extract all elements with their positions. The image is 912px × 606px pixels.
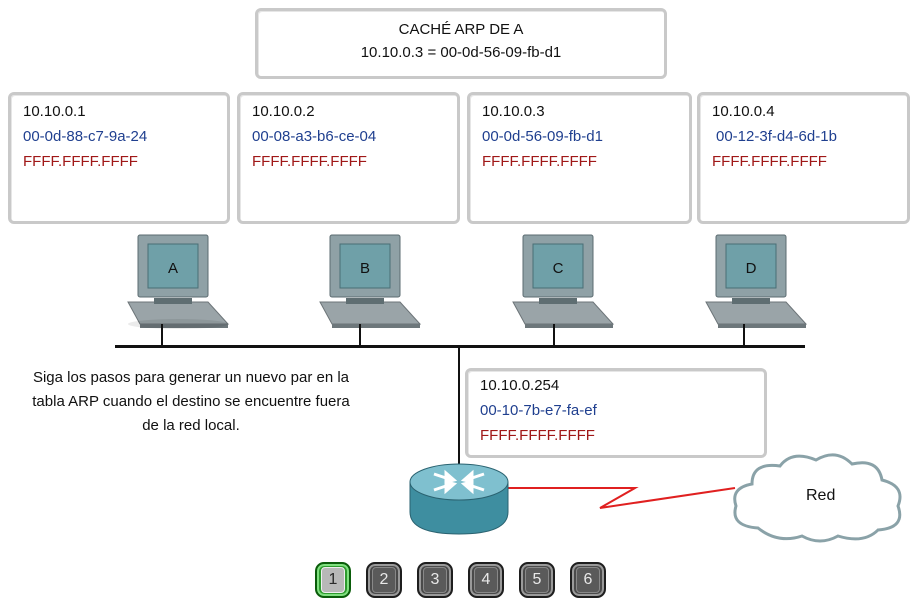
step-4-label: 4: [474, 567, 498, 593]
host-a-ip: 10.10.0.1: [23, 103, 86, 120]
arp-cache-title: CACHÉ ARP DE A: [398, 21, 524, 38]
step-2-label: 2: [372, 567, 396, 593]
pc-d-icon[interactable]: D: [696, 232, 816, 332]
router-broadcast: FFFF.FFFF.FFFF: [480, 427, 595, 444]
router-ip: 10.10.0.254: [480, 377, 560, 394]
step-3-label: 3: [423, 567, 447, 593]
host-b-info-box: 10.10.0.2 00-08-a3-b6-ce-04 FFFF.FFFF.FF…: [237, 92, 460, 224]
pc-a-icon[interactable]: A: [118, 232, 238, 332]
step-2-button[interactable]: 2: [366, 562, 402, 598]
pc-b-link: [359, 324, 361, 346]
pc-a-link: [161, 324, 163, 346]
host-c-ip: 10.10.0.3: [482, 103, 545, 120]
pc-a-label: A: [168, 260, 178, 277]
host-a-info-box: 10.10.0.1 00-0d-88-c7-9a-24 FFFF.FFFF.FF…: [8, 92, 230, 224]
host-c-broadcast: FFFF.FFFF.FFFF: [482, 153, 597, 170]
pc-b-icon[interactable]: B: [310, 232, 430, 332]
arp-cache-entry: 10.10.0.3 = 00-0d-56-09-fb-d1: [360, 44, 562, 61]
host-d-broadcast: FFFF.FFFF.FFFF: [712, 153, 827, 170]
host-a-broadcast: FFFF.FFFF.FFFF: [23, 153, 138, 170]
serial-link: [505, 487, 736, 509]
step-1-label: 1: [321, 567, 345, 593]
step-5-label: 5: [525, 567, 549, 593]
pc-d-link: [743, 324, 745, 346]
host-d-mac: 00-12-3f-d4-6d-1b: [716, 128, 837, 145]
instructions-text: Siga los pasos para generar un nuevo par…: [32, 369, 350, 434]
step-6-label: 6: [576, 567, 600, 593]
router-mac: 00-10-7b-e7-fa-ef: [480, 402, 597, 419]
host-c-info-box: 10.10.0.3 00-0d-56-09-fb-d1 FFFF.FFFF.FF…: [467, 92, 692, 224]
pc-c-label: C: [553, 260, 564, 277]
host-d-ip: 10.10.0.4: [712, 103, 775, 120]
ethernet-bus: [115, 345, 805, 348]
router-info-box: 10.10.0.254 00-10-7b-e7-fa-ef FFFF.FFFF.…: [465, 368, 767, 458]
router-icon[interactable]: [406, 460, 512, 540]
step-1-button[interactable]: 1: [315, 562, 351, 598]
host-b-mac: 00-08-a3-b6-ce-04: [252, 128, 377, 145]
pc-b-label: B: [360, 260, 370, 277]
cloud-icon: [733, 453, 902, 543]
router-link: [458, 347, 460, 475]
cloud-label: Red: [806, 487, 836, 504]
host-d-info-box: 10.10.0.4 00-12-3f-d4-6d-1b FFFF.FFFF.FF…: [697, 92, 910, 224]
host-b-broadcast: FFFF.FFFF.FFFF: [252, 153, 367, 170]
host-c-mac: 00-0d-56-09-fb-d1: [482, 128, 603, 145]
step-4-button[interactable]: 4: [468, 562, 504, 598]
arp-cache-box: CACHÉ ARP DE A 10.10.0.3 = 00-0d-56-09-f…: [255, 8, 667, 79]
pc-d-label: D: [746, 260, 757, 277]
host-a-mac: 00-0d-88-c7-9a-24: [23, 128, 148, 145]
host-b-ip: 10.10.0.2: [252, 103, 315, 120]
pc-c-icon[interactable]: C: [503, 232, 623, 332]
step-3-button[interactable]: 3: [417, 562, 453, 598]
step-6-button[interactable]: 6: [570, 562, 606, 598]
step-5-button[interactable]: 5: [519, 562, 555, 598]
pc-c-link: [553, 324, 555, 346]
